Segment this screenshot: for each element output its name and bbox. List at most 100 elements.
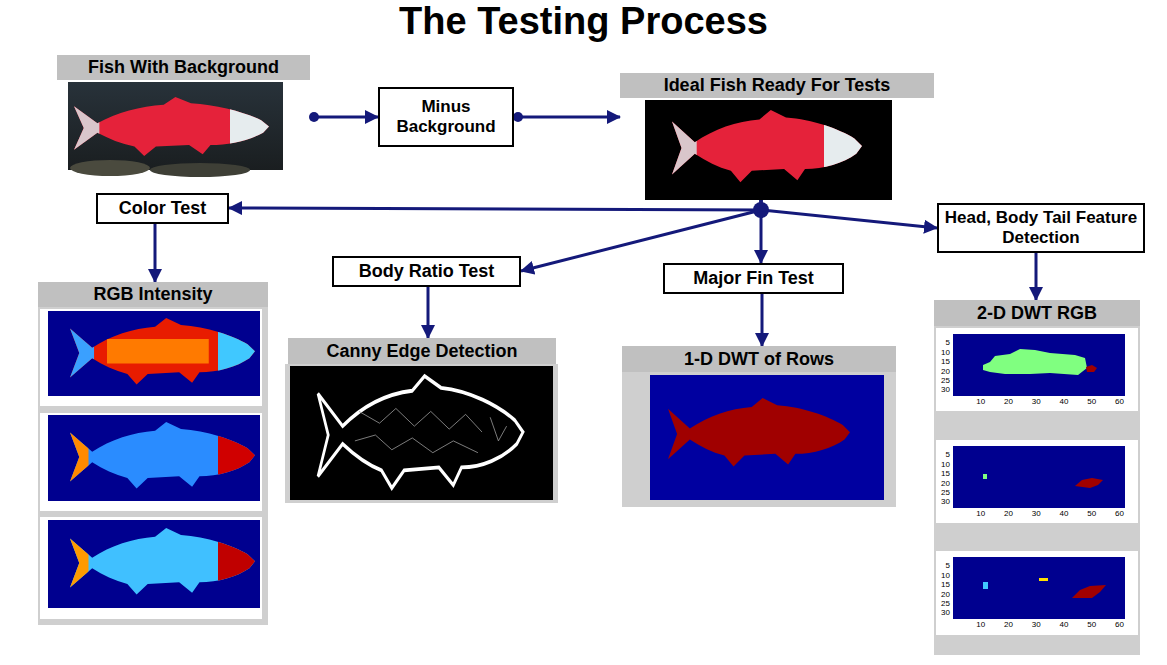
box-text: Major Fin Test [693,268,814,289]
axis-tick: 30 [1032,510,1041,518]
axis-tick: 25 [941,377,950,385]
rgb-plots [38,306,268,625]
plot-area [48,520,260,608]
dwt1-plot [622,372,896,507]
plot-frame [40,517,262,619]
image-panel: Ideal Fish Ready For Tests [620,73,934,200]
panel-title: Canny Edge Detection [326,341,517,362]
connector-line [761,200,937,228]
axis-tick: 15 [941,358,950,366]
panel-title: Fish With Background [88,57,279,78]
axis-tick: 40 [1060,510,1069,518]
connector-line [427,287,430,339]
connector [513,112,620,122]
axis-tick: 20 [1004,621,1013,629]
connector-dot [513,112,523,122]
photo-background [645,100,892,200]
axis-tick: 10 [976,621,985,629]
tail-region [983,474,987,479]
panel-label: 2-D DWT RGB [934,300,1140,326]
connector-line [310,116,378,119]
fish-head [218,528,259,598]
panel-title: 1-D DWT of Rows [684,349,834,370]
plot-frame [936,440,1138,523]
axis-tick: 25 [941,600,950,608]
axis-tick: 30 [1032,621,1041,629]
inner-edges [355,408,507,452]
image-panel: Canny Edge Detection [288,338,556,503]
fish-body [668,398,850,466]
photo-background [68,82,283,170]
plot-area [953,334,1125,396]
panel-ground [285,364,558,503]
fish-head [230,97,273,159]
plot-area [290,366,553,500]
axis-tick: 15 [941,581,950,589]
axis-tick: 20 [941,480,950,488]
axis-tick: 10 [941,461,950,469]
fish-isolated [645,100,892,200]
fish [74,97,273,159]
panel-ground [934,326,1140,655]
axis-tick: 20 [1004,398,1013,406]
fish-tail [70,422,89,492]
process-box: Color Test [96,193,229,224]
fin-region [1039,578,1048,581]
connector [309,112,378,122]
diagram-title: The Testing Process [0,0,1167,42]
box-content: Color Test [119,198,207,219]
fish-head [218,422,259,492]
panel-ground [38,306,268,625]
box-content: Major Fin Test [693,268,814,289]
rock [150,163,250,177]
box-text: Color Test [119,198,207,219]
image-panel: 1-D DWT of Rows [622,346,896,507]
fish-map [70,422,259,492]
connector [229,200,761,210]
image-panel: 2-D DWT RGB [934,300,1140,655]
fish-tail [70,318,94,388]
panel-ground [622,372,896,507]
panel-label: Ideal Fish Ready For Tests [620,73,934,98]
axis-tick: 50 [1087,510,1096,518]
rock [70,160,150,176]
axis-tick: 5 [946,562,950,570]
axis-tick: 10 [976,510,985,518]
process-box: Head, Body Tail Feature Detection [937,203,1145,253]
axis-tick: 30 [941,386,950,394]
box-text: Head, Body Tail Feature Detection [943,208,1139,247]
plot-area [953,446,1125,508]
axis-tick: 60 [1115,398,1124,406]
process-box: Major Fin Test [663,263,844,294]
tail-region [983,582,988,589]
axis-tick: 20 [941,368,950,376]
panel-title: Ideal Fish Ready For Tests [664,75,891,96]
fish-outline [318,376,523,488]
connector [155,224,156,283]
connector-dot [309,112,319,122]
box-text: Body Ratio Test [359,261,495,282]
axis-tick: 30 [941,498,950,506]
head-region [1075,478,1103,488]
connector-line [229,200,761,210]
plot-area [48,415,260,501]
plot-area [650,375,884,500]
axis-tick: 40 [1060,621,1069,629]
box-text: Minus Background [384,97,508,136]
plot-area [48,311,260,396]
connector-line [1035,253,1038,301]
process-box: Minus Background [378,87,514,147]
plot-frame [936,328,1138,411]
panel-label: Canny Edge Detection [288,338,556,364]
fish-map [70,528,259,598]
fish-core [107,339,209,364]
connector [762,294,763,346]
fish-head [218,318,259,388]
fish-tail [672,110,697,186]
axis-tick: 25 [941,489,950,497]
connector [761,200,937,228]
fish [672,110,866,186]
head-region [1086,365,1097,372]
axis-tick: 30 [941,609,950,617]
